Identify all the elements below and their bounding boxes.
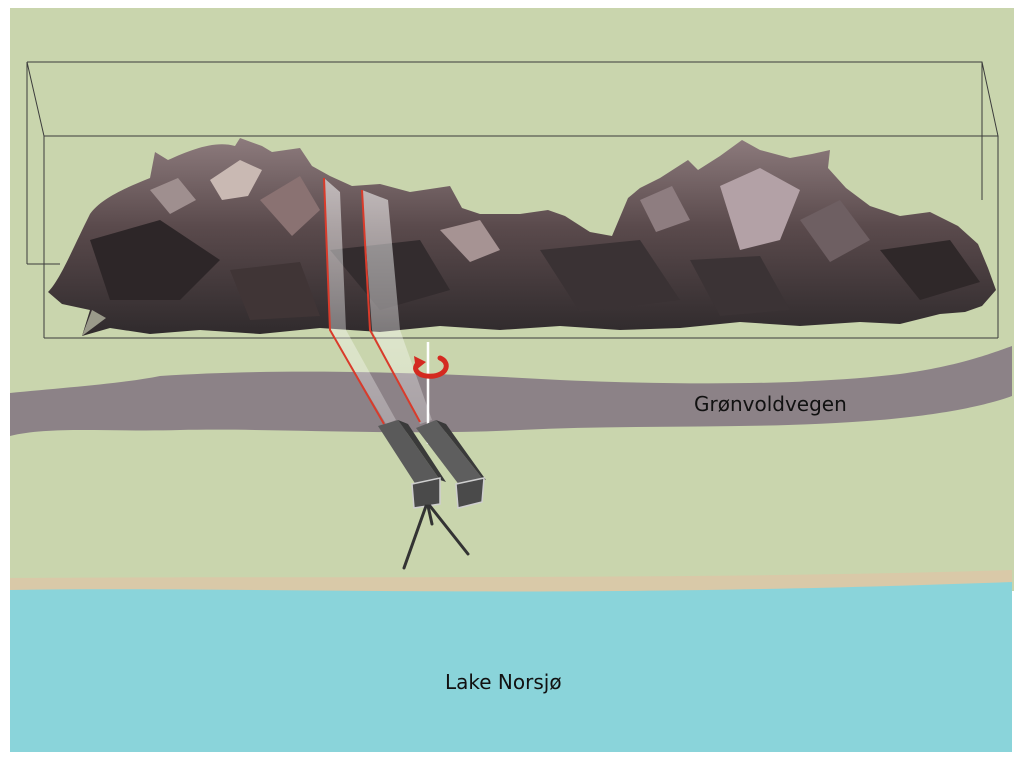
outcrop-dark-face: [540, 240, 680, 312]
bounding-box: [26, 61, 999, 339]
beam-edge-left: [323, 177, 385, 425]
scanner-left-side: [398, 420, 446, 482]
lake-area: [10, 582, 1012, 752]
beam-plane-left: [324, 178, 396, 424]
road-label: Grønvoldvegen: [694, 392, 847, 416]
laser-scanner-icon: [378, 420, 486, 509]
outcrop-light-face: [150, 178, 196, 214]
outcrop-light-face: [260, 176, 320, 236]
scanner-left-front: [411, 477, 441, 509]
scanner-right-side: [436, 420, 486, 480]
rotation-arrow-icon: [413, 355, 449, 379]
tripod-icon: [402, 504, 470, 570]
outcrop-light-face: [640, 186, 690, 232]
outcrop-light-face: [440, 220, 500, 262]
beam-plane-right: [362, 190, 432, 424]
outcrop-model: [48, 138, 996, 336]
scanner-left-top: [378, 420, 440, 488]
scanner-right-front: [455, 477, 485, 509]
outcrop-light-face: [800, 200, 870, 262]
outcrop-light-face: [210, 160, 262, 200]
outcrop-dark-face: [690, 256, 790, 316]
lake-label: Lake Norsjø: [445, 670, 562, 694]
laser-beams: [323, 177, 432, 425]
outcrop-light-face: [720, 168, 800, 250]
scanner-right-top: [416, 420, 482, 486]
outcrop-dark-face: [880, 240, 980, 300]
road: [10, 346, 1012, 436]
outcrop-dark-face: [90, 220, 220, 300]
outcrop-shadow-wedge: [82, 310, 106, 336]
beam-edge-right: [361, 189, 421, 423]
outcrop-dark-face: [230, 262, 320, 320]
